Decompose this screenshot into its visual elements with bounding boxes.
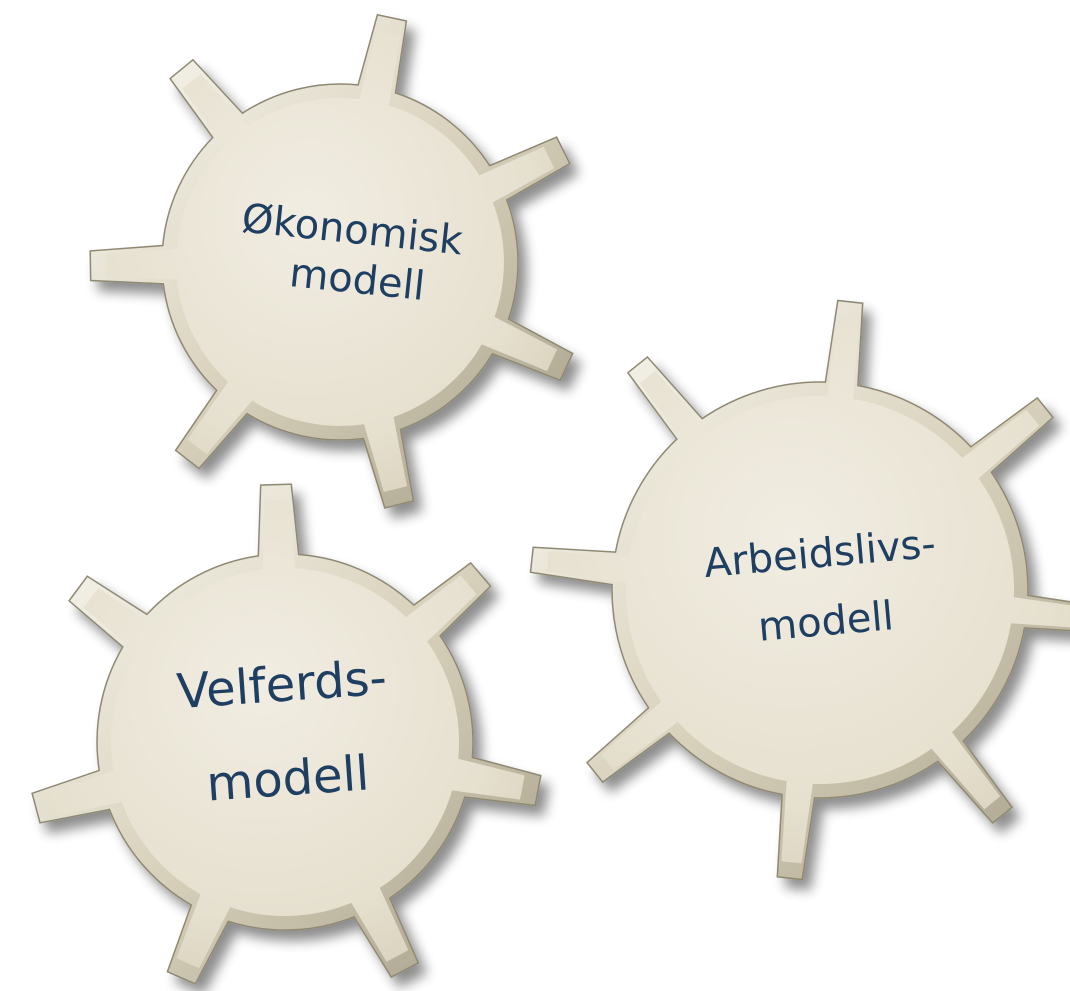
gear-velferd-face	[48, 500, 525, 969]
gear-okonomisk	[89, 13, 574, 509]
gear-velferd	[31, 483, 542, 985]
gear-arbeidsliv	[529, 299, 1070, 881]
gear-okonomisk-face	[106, 30, 558, 492]
gear-velferd-label-line2: modell	[205, 745, 371, 812]
gear-arbeidsliv-face	[546, 316, 1070, 864]
